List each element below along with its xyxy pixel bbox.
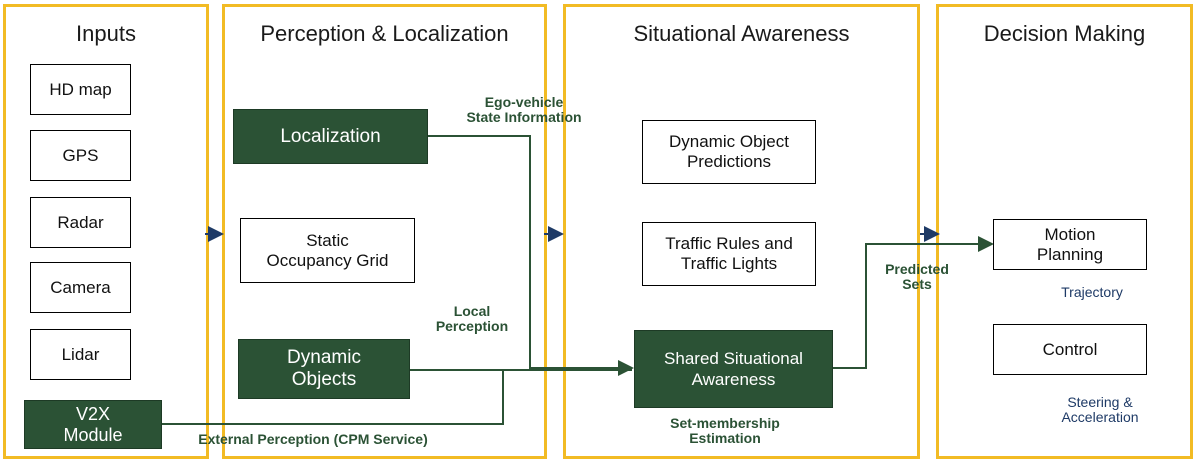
static-occupancy-grid-box: Static Occupancy Grid	[240, 218, 415, 283]
ego-state-connector	[428, 135, 634, 376]
inputs-column-title: Inputs	[76, 21, 136, 46]
dynamic-object-predictions-box: Dynamic Object Predictions	[642, 120, 816, 184]
dynamic-objects-box: Dynamic Objects	[238, 339, 410, 399]
decision-column-title: Decision Making	[983, 21, 1146, 46]
radar-box: Radar	[30, 197, 131, 248]
lidar-box: Lidar	[30, 329, 131, 380]
predicted-sets-label: Predicted Sets	[885, 261, 949, 292]
trajectory-label: Trajectory	[1061, 284, 1123, 300]
steering-acceleration-label: Steering & Acceleration	[1061, 394, 1139, 425]
hd-map-box: HD map	[30, 64, 131, 115]
set-membership-label: Set-membership Estimation	[670, 415, 780, 446]
motion-planning-box: Motion Planning	[993, 219, 1147, 270]
traffic-rules-box: Traffic Rules and Traffic Lights	[642, 222, 816, 286]
inputs-column: Inputs	[3, 4, 209, 459]
v2x-module-box: V2X Module	[24, 400, 162, 449]
shared-situational-awareness-box: Shared Situational Awareness	[634, 330, 833, 408]
awareness-column: Situational Awareness	[563, 4, 920, 459]
awareness-column-title: Situational Awareness	[633, 21, 850, 46]
ego-state-label: Ego-vehicle State Information	[466, 94, 582, 125]
local-perception-label: Local Perception	[435, 303, 509, 334]
external-perception-label: External Perception (CPM Service)	[198, 431, 428, 447]
external-perception-connector	[162, 370, 504, 425]
control-box: Control	[993, 324, 1147, 375]
perception-column-title: Perception & Localization	[260, 21, 509, 46]
camera-box: Camera	[30, 262, 131, 313]
predicted-sets-connector	[833, 236, 994, 369]
localization-box: Localization	[233, 109, 428, 164]
gps-box: GPS	[30, 130, 131, 181]
